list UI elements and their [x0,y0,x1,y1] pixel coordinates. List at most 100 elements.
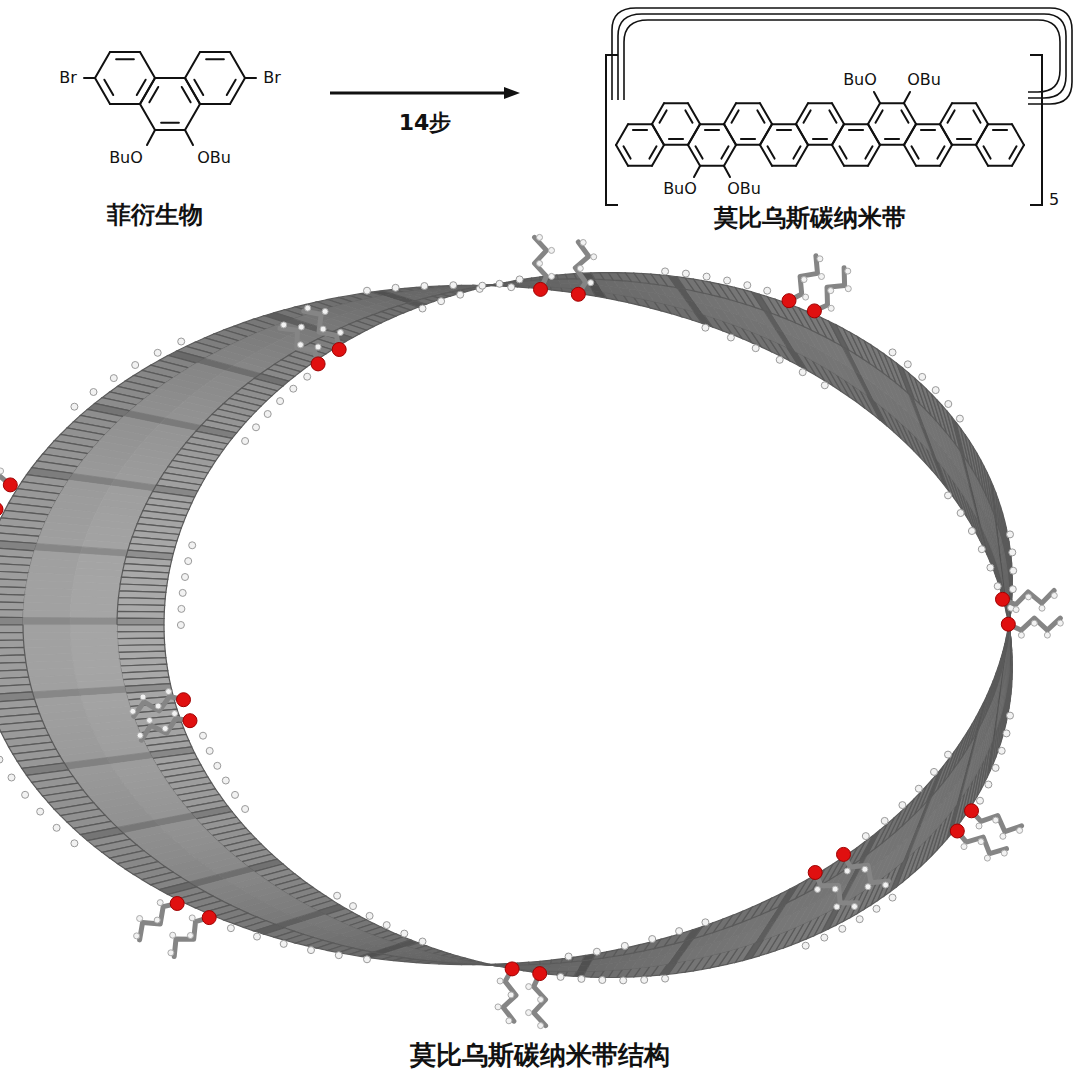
hydrogen-atom [392,284,399,291]
substituent-bond [147,130,155,145]
belt-segment [550,283,561,287]
hydrogen-atom [649,936,656,943]
hydrogen-atom [1009,586,1016,593]
double-bond [793,146,800,158]
hydrogen-atom [1001,850,1007,856]
butyl-chain [972,811,1022,832]
hydrogen-atom [1009,549,1016,556]
belt-segment [23,632,70,640]
oxygen-atom [177,693,191,707]
hydrogen-atom [508,284,515,291]
loop-line [618,14,1066,100]
hydrogen-atom [177,622,184,629]
hydrogen-atom [264,411,271,418]
hydrogen-atom [931,768,938,775]
structure-node: 菲衍生物 [40,20,330,240]
ring-bond [140,104,155,130]
hydrogen-atom [134,933,140,939]
ring-bond [688,103,700,124]
hydrogen-atom [801,277,807,283]
ring-bond [688,124,700,145]
ring-bond [796,124,808,145]
hydrogen-atom [71,840,78,847]
hydrogen-atom [889,349,896,356]
oxygen-atom [965,804,979,818]
hydrogen-atom [526,984,532,990]
hydrogen-atom [702,919,709,926]
oxygen-atom [183,714,197,728]
oxygen-atom [807,304,821,318]
hydrogen-atom [537,260,543,266]
ring-bond [700,123,724,125]
hydrogen-atom [305,305,311,311]
double-bond [767,146,774,158]
hydrogen-atom [883,882,889,888]
hydrogen-atom [166,689,172,695]
ring-bond [230,52,245,78]
double-bond [875,110,882,122]
hydrogen-atom [662,975,669,982]
belt-segment [70,632,117,639]
hydrogen-atom [862,866,868,872]
substituent-bond [724,166,730,177]
double-bond [1009,146,1016,158]
belt-segment [549,971,559,975]
hydrogen-atom [71,403,78,410]
hydrogen-atom [591,254,597,260]
belt-segment [0,633,24,641]
ring-bond [976,145,988,166]
hydrogen-atom [200,732,207,739]
atom-label: Br [57,68,79,87]
loop-line [612,8,1072,104]
butyl-chain [1003,591,1055,605]
atom-label: OBu [905,70,943,89]
ring-bond [185,52,200,78]
oxygen-atom [837,847,851,861]
hydrogen-atom [496,280,503,287]
ring-bond [796,124,808,145]
hydrogen-atom [337,330,343,336]
hydrogen-atom [147,717,153,723]
hydrogen-atom [915,785,922,792]
butyl-chain [844,854,889,882]
ring-bond [628,165,652,167]
hydrogen-atom [968,528,975,535]
double-bond [731,110,738,122]
hydrogen-atom [227,925,234,932]
ring-bond [724,103,736,124]
hydrogen-atom [985,781,992,788]
double-bond [649,146,656,158]
hydrogen-atom [957,510,964,517]
hydrogen-atom [799,369,806,376]
double-bond [849,129,863,131]
double-bond [206,58,224,60]
hydrogen-atom [676,928,683,935]
hydrogen-atom [0,756,3,763]
structure-drawings [84,8,1072,205]
hydrogen-atom [155,703,161,709]
hydrogen-atom [1039,605,1045,611]
ring-bond [140,78,155,104]
hydrogen-atom [899,802,906,809]
oxygen-atom [571,287,585,301]
hydrogen-atom [281,322,287,328]
hydrogen-atom [168,950,174,956]
atom-label: Br [261,68,283,87]
ring-bond [185,78,200,104]
double-bond [777,129,791,131]
arrow-head [504,87,520,99]
ring-bond [616,145,628,166]
hydrogen-atom [110,375,117,382]
double-bond [757,110,764,122]
ring-bond [760,124,772,145]
hydrogen-atom [253,424,260,431]
hydrogen-atom [189,915,195,921]
hydrogen-atom [506,1018,512,1024]
ring-bond [844,123,868,125]
hydrogen-atom [873,905,880,912]
atom-label: OBu [195,148,233,167]
double-bond [705,129,719,131]
hydrogen-atom [852,904,858,910]
belt-segment [117,611,164,618]
hydrogen-atom [819,274,825,280]
